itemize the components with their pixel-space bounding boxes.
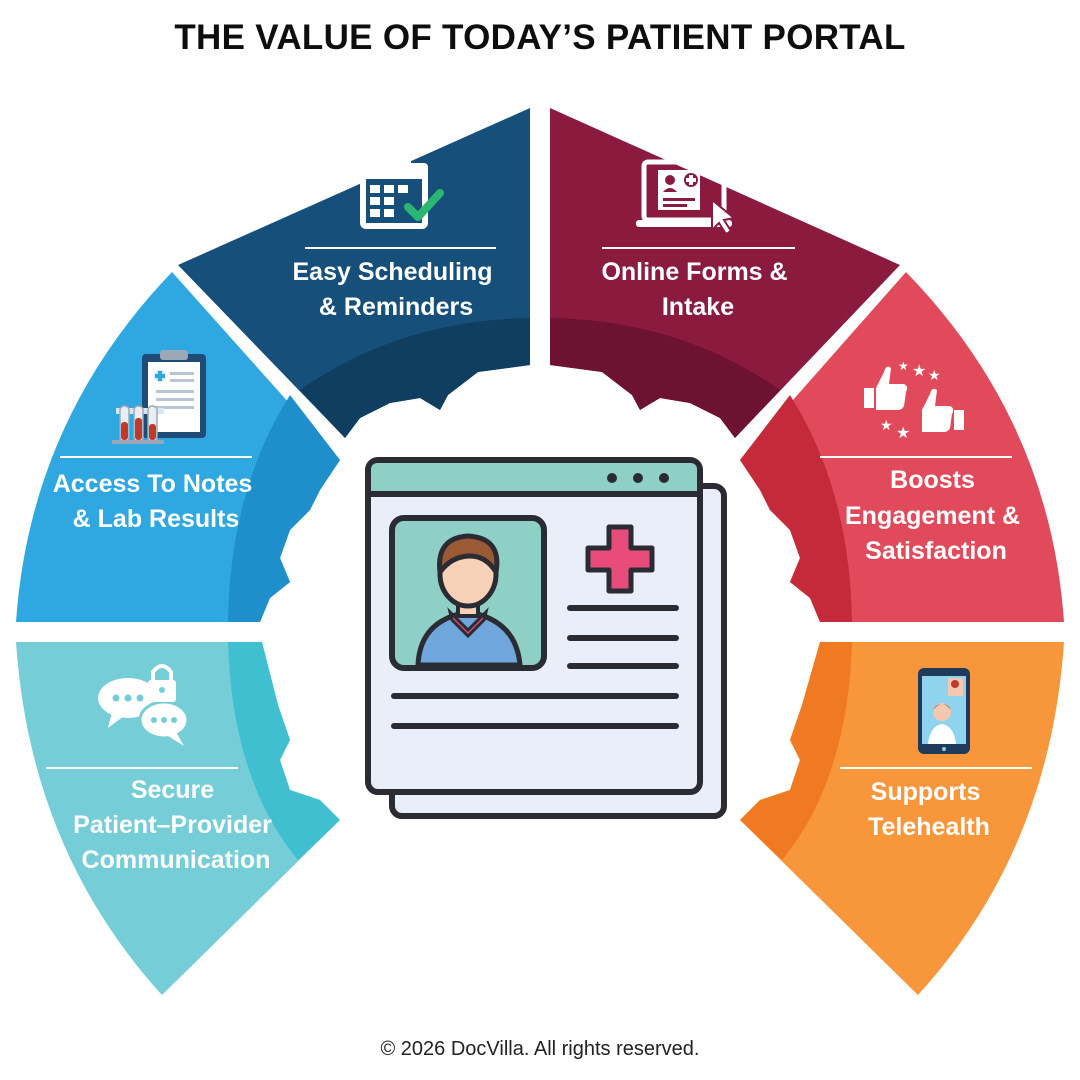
- segment-label: Online Forms & Intake: [601, 258, 794, 321]
- segment-secure-communication: Secure Patient–Provider Communication: [16, 642, 340, 995]
- calendar-check-icon: [360, 155, 444, 229]
- smartphone-video-icon: [918, 668, 970, 754]
- thumbs-up-stars-icon: ★ ★ ★ ★ ★: [864, 359, 964, 442]
- segment-label: Supports Telehealth: [868, 778, 990, 841]
- segment-label: Access To Notes & Lab Results: [53, 470, 260, 533]
- segment-label: Secure Patient–Provider Communication: [73, 776, 279, 874]
- segment-inner-shadow: [740, 642, 852, 860]
- segment-boosts-engagement: ★ ★ ★ ★ ★ Boosts Engagement & Satisfacti…: [740, 272, 1064, 622]
- segment-label: Easy Scheduling & Reminders: [292, 258, 499, 321]
- laptop-form-icon: [636, 159, 737, 236]
- clipboard-test-tubes-icon: [112, 350, 206, 444]
- segment-inner-shadow: [300, 318, 530, 438]
- segment-inner-shadow: [550, 318, 780, 438]
- page-title: THE VALUE OF TODAY’S PATIENT PORTAL: [174, 18, 906, 57]
- segment-inner-shadow: [740, 395, 852, 622]
- segment-supports-telehealth: Supports Telehealth: [740, 642, 1064, 995]
- segment-access-notes: Access To Notes & Lab Results: [16, 272, 340, 622]
- svg-text:★: ★: [898, 359, 909, 373]
- segment-inner-shadow: [228, 642, 340, 860]
- segment-inner-shadow: [228, 395, 340, 622]
- segment-online-forms: Online Forms & Intake: [550, 108, 900, 438]
- svg-text:★: ★: [928, 368, 941, 384]
- svg-text:★: ★: [880, 418, 893, 434]
- segment-easy-scheduling: Easy Scheduling & Reminders: [178, 108, 530, 438]
- patient-profile-window-icon: [365, 457, 727, 819]
- segment-label: Boosts Engagement & Satisfaction: [845, 466, 1027, 565]
- chat-lock-icon: [98, 664, 190, 746]
- copyright-footer: © 2026 DocVilla. All rights reserved.: [380, 1038, 700, 1060]
- svg-text:★: ★: [896, 423, 910, 442]
- svg-text:★: ★: [912, 361, 926, 380]
